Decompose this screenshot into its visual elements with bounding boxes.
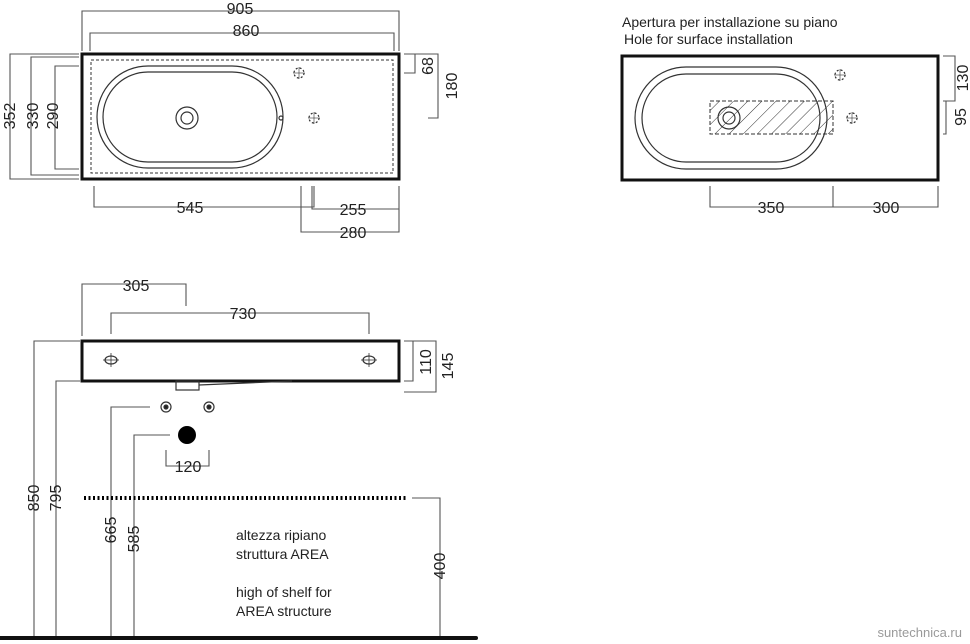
surface-drain-outer	[717, 106, 741, 130]
dim-line-795	[55, 380, 80, 637]
dim-line-400	[412, 497, 441, 637]
water-supply-right	[203, 401, 215, 413]
dim-545: 545	[177, 200, 204, 217]
fixing-hole	[361, 353, 377, 367]
surface-view: Apertura per installazione su piano Hole…	[620, 14, 970, 217]
surface-drain-inner	[722, 111, 736, 125]
dim-145: 145	[440, 353, 457, 380]
dim-180: 180	[444, 73, 461, 100]
inner-dashed-outline	[90, 59, 394, 174]
dim-130: 130	[955, 65, 970, 92]
dim-line-860	[89, 32, 395, 51]
dim-120: 120	[175, 459, 202, 476]
drain-outlet	[175, 380, 200, 391]
dim-line-350	[709, 186, 834, 208]
dim-line-545	[93, 186, 315, 208]
dim-line-665	[110, 406, 150, 637]
dim-line-300	[833, 186, 939, 208]
dim-585: 585	[126, 526, 143, 553]
dim-line-905	[81, 10, 400, 51]
surface-caption-it: Apertura per installazione su piano	[622, 14, 838, 30]
front-view: 305 730 110 145 120 850 795 66	[0, 278, 478, 640]
dim-line-120	[165, 450, 210, 467]
dim-line-130	[943, 55, 956, 102]
dim-line-305	[81, 283, 187, 336]
basin-outline	[80, 52, 401, 181]
watermark: suntechnica.ru	[877, 625, 962, 640]
dim-line-68	[404, 53, 416, 74]
waste-outlet	[178, 426, 196, 444]
top-view: 905 860 352 330 290 68 180 545 255 280	[2, 1, 461, 242]
dim-line-330	[30, 56, 79, 176]
basin-front-outline	[80, 339, 401, 383]
dim-300: 300	[873, 200, 900, 217]
tap-hole-marker	[308, 112, 320, 124]
underside-slope	[198, 380, 293, 386]
dim-280: 280	[340, 225, 367, 242]
dim-255: 255	[340, 202, 367, 219]
tap-hole-marker	[293, 67, 305, 79]
shelf-note-en-line1: high of shelf for	[236, 584, 332, 600]
dim-68: 68	[420, 57, 437, 75]
dim-665: 665	[103, 517, 120, 544]
dim-905: 905	[227, 1, 254, 18]
drain-outer	[175, 106, 199, 130]
fixing-hole	[103, 353, 119, 367]
dim-line-145	[404, 340, 437, 393]
dim-line-110	[404, 340, 414, 382]
dim-line-95	[943, 100, 947, 135]
dim-350: 350	[758, 200, 785, 217]
bowl-inner	[102, 71, 278, 163]
dim-795: 795	[48, 485, 65, 512]
tap-hole-marker	[834, 69, 846, 81]
surface-outline	[620, 54, 940, 182]
dim-352: 352	[2, 103, 19, 130]
dim-line-290	[54, 65, 79, 170]
dim-line-352	[9, 53, 79, 180]
shelf-note-en-line2: AREA structure	[236, 603, 332, 619]
dim-305: 305	[123, 278, 150, 295]
dim-110: 110	[418, 349, 435, 375]
dim-line-585	[133, 434, 170, 637]
bowl-outer	[96, 65, 284, 169]
dim-860: 860	[233, 23, 260, 40]
dim-line-255	[311, 186, 400, 210]
dim-330: 330	[25, 103, 42, 130]
dim-400: 400	[432, 553, 449, 580]
water-supply-left	[160, 401, 172, 413]
dim-line-850	[33, 340, 80, 637]
dim-line-280	[300, 186, 400, 233]
shelf-note-it-line1: altezza ripiano	[236, 527, 326, 543]
dim-95: 95	[953, 108, 970, 126]
overflow	[278, 115, 284, 121]
drain-inner	[180, 111, 194, 125]
dim-line-180	[404, 53, 439, 119]
surface-caption-en: Hole for surface installation	[624, 31, 793, 47]
dim-730: 730	[230, 306, 257, 323]
shelf-note-it-line2: struttura AREA	[236, 546, 329, 562]
dim-line-730	[110, 312, 370, 334]
tap-hole-marker	[846, 112, 858, 124]
dim-290: 290	[45, 103, 62, 130]
dim-850: 850	[26, 485, 43, 512]
